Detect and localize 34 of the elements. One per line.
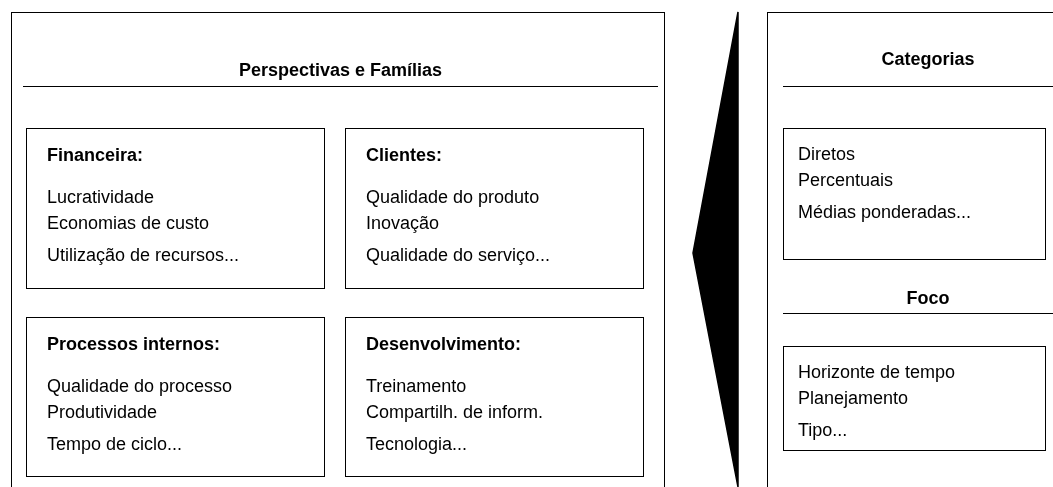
category-box [345, 317, 644, 477]
list-item: Produtividade [47, 401, 159, 424]
box-heading: Clientes: [366, 145, 444, 166]
list-item: Treinamento [366, 375, 468, 398]
list-item: Qualidade do processo [47, 375, 234, 398]
list-item: Inovação [366, 212, 441, 235]
list-item: Percentuais [798, 169, 895, 192]
list-item: Qualidade do serviço... [366, 244, 552, 267]
arrow [692, 11, 739, 487]
list-item: Qualidade do produto [366, 186, 541, 209]
list-item: Lucratividade [47, 186, 156, 209]
panel-heading: Foco [905, 288, 951, 309]
box-heading: Financeira: [47, 145, 145, 166]
list-item: Economias de custo [47, 212, 211, 235]
category-box [26, 128, 325, 289]
box-heading: Processos internos: [47, 334, 222, 355]
category-box [26, 317, 325, 477]
panel [767, 12, 1053, 487]
panel-heading: Perspectivas e Famílias [237, 60, 444, 81]
list-item: Horizonte de tempo [798, 361, 957, 384]
category-box [783, 128, 1046, 260]
list-item: Planejamento [798, 387, 910, 410]
list-item: Tempo de ciclo... [47, 433, 184, 456]
category-box [345, 128, 644, 289]
list-item: Compartilh. de inform. [366, 401, 545, 424]
list-item: Diretos [798, 143, 856, 166]
list-item: Médias ponderadas... [798, 201, 973, 224]
list-item: Tipo... [798, 419, 849, 442]
panel [11, 12, 665, 487]
panel-heading: Categorias [880, 49, 976, 70]
category-box [783, 346, 1046, 451]
box-heading: Desenvolvimento: [366, 334, 523, 355]
list-item: Tecnologia... [366, 433, 469, 456]
list-item: Utilização de recursos... [47, 244, 241, 267]
